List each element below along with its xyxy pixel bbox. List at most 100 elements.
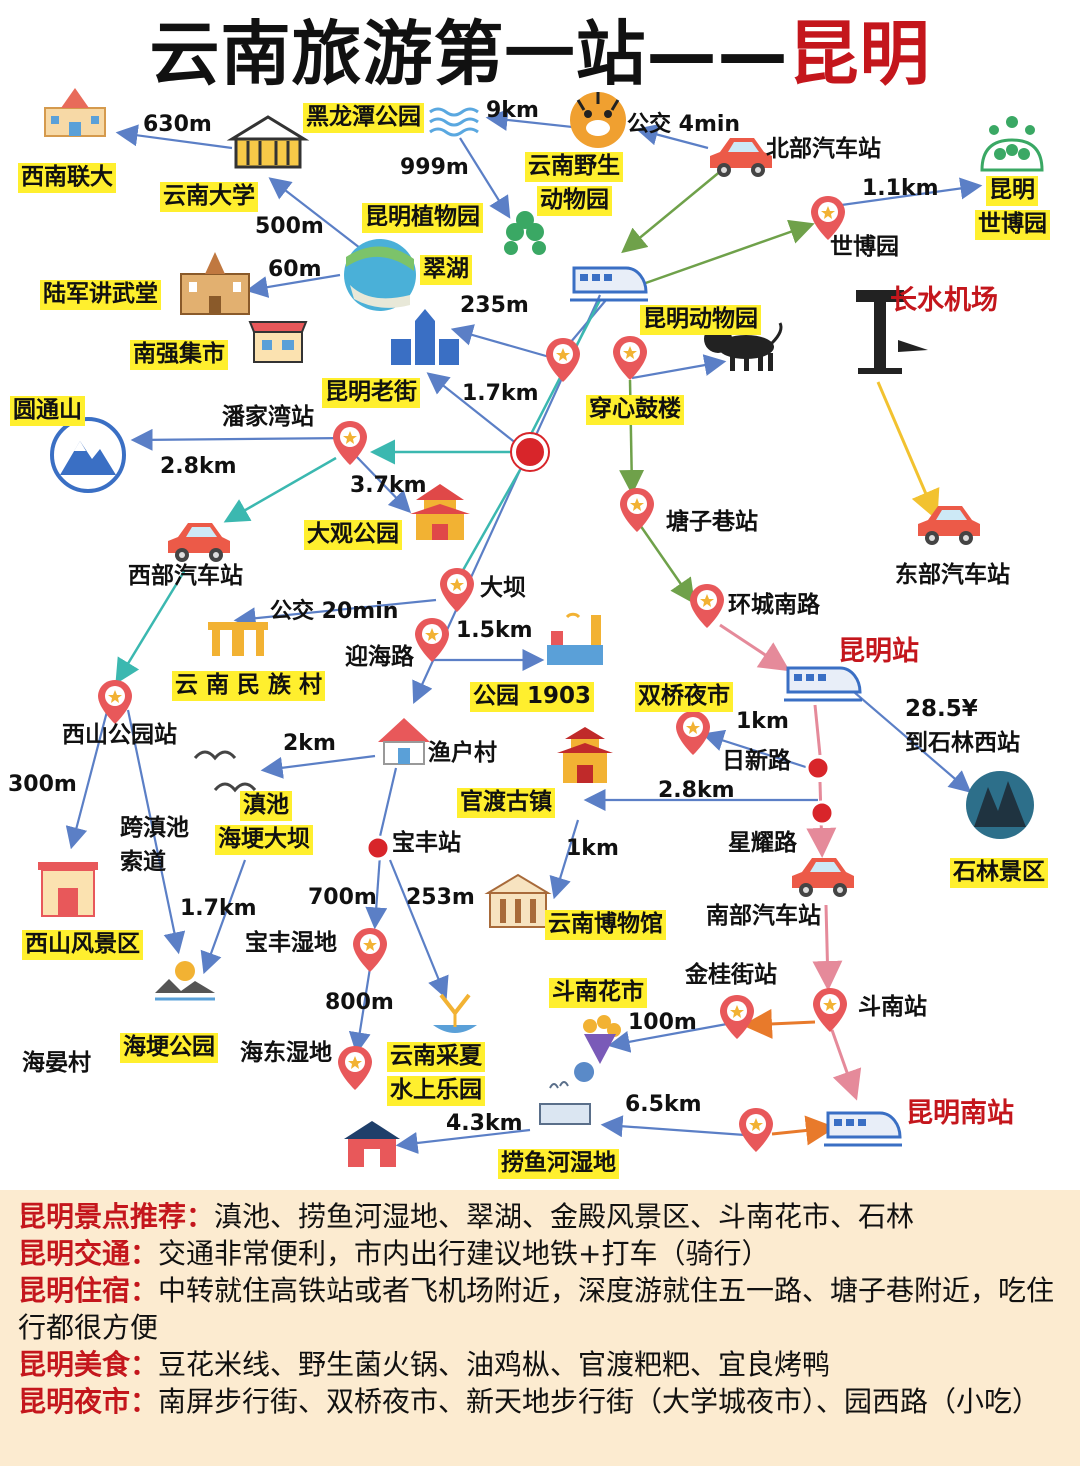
label-to-shilin-west-station: 到石林西站: [905, 730, 1020, 756]
haiyan-house-icon: [344, 1121, 400, 1167]
label-panjiawan-station: 潘家湾站: [222, 404, 314, 430]
label-jingui-street-station: 金桂街站: [685, 962, 777, 988]
label-dianchi-line2: 海埂大坝: [215, 825, 313, 855]
distance-label: 100m: [628, 1010, 697, 1035]
label-yuhu-village: 渔户村: [428, 740, 497, 766]
label-park-1903: 公园 1903: [470, 682, 595, 712]
travel-tips-panel: 昆明景点推荐：滇池、捞鱼河湿地、翠湖、金殿风景区、斗南花市、石林 昆明交通：交通…: [0, 1190, 1080, 1466]
old-street-icon: [391, 309, 459, 365]
label-baofeng-station: 宝丰站: [392, 830, 461, 856]
label-dounan-flower-market: 斗南花市: [549, 978, 647, 1008]
label-haidong-wetland: 海东湿地: [240, 1040, 332, 1066]
seagull-icon: [193, 750, 257, 793]
distance-label: 1.7km: [462, 381, 539, 406]
distance-label: 1km: [566, 836, 619, 861]
distance-label: 60m: [268, 257, 322, 282]
label-wildlife-zoo-line1: 云南野生: [525, 152, 623, 182]
distance-label: 2.8km: [658, 778, 735, 803]
distance-label: 1.5km: [456, 618, 533, 643]
wetland-location-icon: [539, 1062, 595, 1125]
label-baofeng-wetland: 宝丰湿地: [245, 930, 337, 956]
distance-label: 公交 4min: [627, 112, 741, 137]
label-yunnan-university: 云南大学: [160, 182, 258, 212]
label-yunnan-museum: 云南博物馆: [545, 910, 666, 940]
label-tangzixiang-station: 塘子巷站: [666, 509, 758, 535]
route-lines: [38, 88, 1044, 1167]
label-yuantong-hill: 圆通山: [10, 396, 85, 426]
label-green-lake: 翠湖: [420, 255, 472, 285]
label-changshui-airport: 长水机场: [890, 285, 998, 316]
label-water-park-line2: 水上乐园: [387, 1076, 485, 1106]
label-haigeng-park: 海埂公园: [120, 1033, 218, 1063]
tip-transport: 昆明交通：交通非常便利，市内出行建议地铁+打车（骑行）: [18, 1237, 770, 1270]
label-laoyu-river-wetland: 捞鱼河湿地: [498, 1149, 619, 1179]
label-southwest-associated-university: 西南联大: [18, 163, 116, 193]
label-xingyao-road: 星耀路: [728, 830, 797, 856]
distance-label: 253m: [406, 885, 475, 910]
green-lake-icon: [344, 239, 416, 311]
label-nanqiang-market: 南强集市: [130, 340, 228, 370]
label-north-bus-station: 北部汽车站: [766, 136, 881, 162]
distance-label: 300m: [8, 772, 77, 797]
distance-label: 1km: [736, 709, 789, 734]
label-cableway-line2: 索道: [120, 849, 166, 875]
metro-station-dots: [365, 432, 835, 861]
label-west-bus-station: 西部汽车站: [128, 563, 243, 589]
distance-label: 630m: [143, 112, 212, 137]
distance-label: 700m: [308, 885, 377, 910]
label-huancheng-south-road: 环城南路: [728, 592, 820, 618]
label-drum-tower: 穿心鼓楼: [586, 395, 684, 425]
label-wildlife-zoo-line2: 动物园: [537, 186, 612, 216]
water-waves-icon: [429, 107, 479, 137]
label-kunming-south-station: 昆明南站: [906, 1098, 1014, 1129]
label-daguan-park: 大观公园: [304, 520, 402, 550]
university-icon: [226, 115, 310, 169]
page-title: 云南旅游第一站——昆明: [149, 13, 931, 95]
expo-garden-icon: [980, 116, 1044, 172]
label-shuangqiao-night-market: 双桥夜市: [635, 682, 733, 712]
military-academy-icon: [180, 252, 250, 315]
distance-label: 999m: [400, 155, 469, 180]
label-guandu-ancient-town: 官渡古镇: [457, 788, 555, 818]
distance-label: 235m: [460, 293, 529, 318]
label-dianchi-line1: 滇池: [240, 791, 292, 821]
label-expo-garden-line2: 世博园: [975, 210, 1050, 240]
label-yinghai-road: 迎海路: [345, 644, 414, 670]
tip-accommodation: 昆明住宿：中转就住高铁站或者飞机场附近，深度游就住五一路、塘子巷附近，吃住行都很…: [18, 1274, 1055, 1344]
ethnic-village-gate-icon: [208, 622, 268, 656]
label-east-bus-station: 东部汽车站: [895, 562, 1010, 588]
mountain-icon: [50, 417, 126, 493]
school-icon: [44, 88, 106, 137]
label-shilin-price: 28.5¥: [905, 696, 978, 722]
label-rixin-road: 日新路: [722, 748, 791, 774]
label-daba: 大坝: [480, 575, 526, 601]
tip-food: 昆明美食：豆花米线、野生菌火锅、油鸡枞、官渡粑粑、宜良烤鸭: [18, 1348, 831, 1381]
label-stone-forest: 石林景区: [950, 858, 1048, 888]
label-ethnic-village: 云 南 民 族 村: [172, 671, 326, 701]
distance-label: 9km: [486, 98, 539, 123]
distance-label: 1.7km: [180, 896, 257, 921]
label-expo-station: 世博园: [830, 234, 899, 260]
label-expo-garden-line1: 昆明: [986, 176, 1038, 206]
airport-tower-icon: [856, 290, 928, 374]
sunset-lake-icon: [155, 961, 215, 1001]
label-water-park-line1: 云南采夏: [387, 1042, 485, 1072]
label-xishan-park-station: 西山公园站: [62, 722, 177, 748]
label-botanical-garden: 昆明植物园: [362, 203, 483, 233]
distance-label: 800m: [325, 990, 394, 1015]
distance-label: 4.3km: [446, 1111, 523, 1136]
tiger-icon: [570, 92, 626, 148]
label-cableway-line1: 跨滇池: [120, 815, 189, 841]
park-1903-factory-icon: [547, 612, 603, 665]
label-military-academy: 陆军讲武堂: [40, 280, 161, 310]
label-dounan-station: 斗南站: [858, 994, 927, 1020]
fishing-village-house-icon: [378, 718, 430, 765]
label-xishan-scenic-area: 西山风景区: [22, 930, 143, 960]
xishan-gate-icon: [38, 862, 98, 917]
botanical-leaf-icon: [504, 211, 546, 255]
museum-icon: [484, 873, 552, 928]
stone-forest-icon: [966, 771, 1034, 839]
label-haiyan-village: 海晏村: [22, 1050, 91, 1076]
distance-label: 2km: [283, 731, 336, 756]
ancient-town-icon: [557, 727, 613, 783]
